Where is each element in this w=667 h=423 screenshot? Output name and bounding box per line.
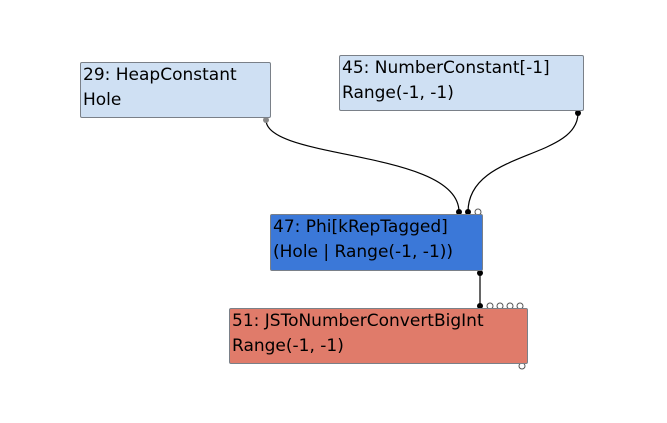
input-port-47-0[interactable]: [456, 209, 462, 215]
node-type: Range(-1, -1): [342, 83, 454, 103]
edges-layer: [265, 112, 579, 306]
output-port-47[interactable]: [477, 270, 483, 276]
node-title: 29: HeapConstant: [83, 65, 237, 85]
node-title: 51: JSToNumberConvertBigInt: [232, 311, 484, 331]
node-type: Range(-1, -1): [232, 336, 344, 356]
edge-29-to-47: [265, 119, 460, 213]
edge-45-to-47: [467, 112, 579, 213]
input-port-51-0[interactable]: [477, 303, 483, 309]
node-title: 45: NumberConstant[-1]: [342, 58, 550, 78]
node-45-number-constant[interactable]: 45: NumberConstant[-1] Range(-1, -1): [339, 55, 584, 111]
input-port-47-1[interactable]: [465, 209, 471, 215]
output-port-29[interactable]: [263, 117, 269, 123]
node-47-phi[interactable]: 47: Phi[kRepTagged] (Hole | Range(-1, -1…: [270, 214, 483, 271]
output-port-45[interactable]: [575, 110, 581, 116]
node-title: 47: Phi[kRepTagged]: [273, 217, 448, 237]
node-type: Hole: [83, 90, 122, 110]
node-type: (Hole | Range(-1, -1)): [273, 242, 454, 262]
node-29-heap-constant[interactable]: 29: HeapConstant Hole: [80, 62, 271, 118]
node-51-js-to-number-convert-bigint[interactable]: 51: JSToNumberConvertBigInt Range(-1, -1…: [229, 308, 528, 364]
